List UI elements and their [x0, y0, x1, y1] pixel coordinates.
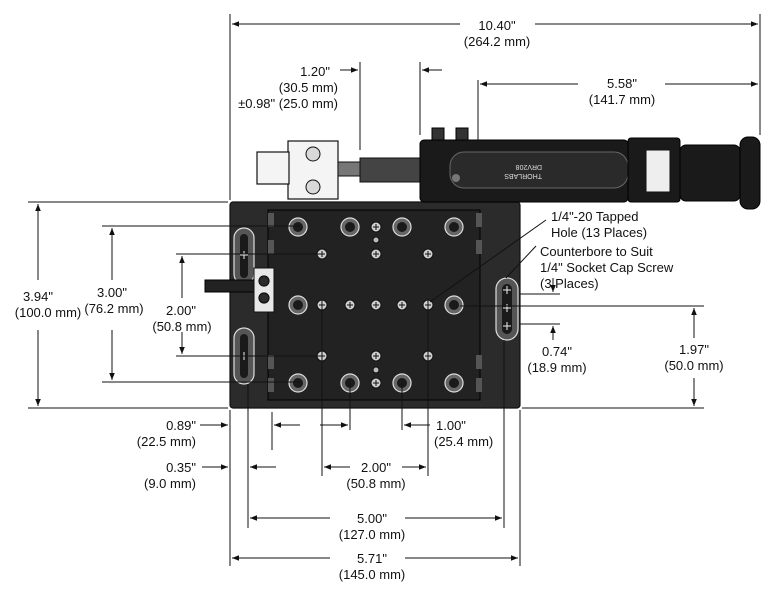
dim-left-offset-inch: 1.20": [300, 64, 330, 79]
callout-tapped-holes: 1/4"-20 Tapped Hole (13 Places): [551, 209, 647, 240]
dim-hole-span-200-v-inch: 2.00": [166, 303, 196, 318]
dim-edge-089-inch: 0.89": [166, 418, 196, 433]
dim-edge-089-mm: (22.5 mm): [137, 434, 196, 449]
dim-center-height-mm: (50.0 mm): [664, 358, 723, 373]
dim-hole-span-200-v-mm: (50.8 mm): [152, 319, 211, 334]
dim-actuator-length-inch: 5.58": [607, 76, 637, 91]
lock-clamp: [204, 267, 275, 313]
dim-edge-035-inch: 0.35": [166, 460, 196, 475]
actuator-assembly: [256, 127, 761, 210]
dim-hole-span-300-inch: 3.00": [97, 285, 127, 300]
dim-counterbore-span-inch: 0.74": [542, 344, 572, 359]
callout-counterbore-line-2: 1/4" Socket Cap Screw: [540, 260, 674, 275]
dim-width-571-mm: (145.0 mm): [339, 567, 405, 582]
actuator-label: THORLABS DRV208: [504, 163, 542, 179]
dimension-labels: 10.40" (264.2 mm) 1.20" (30.5 mm) ±0.98"…: [15, 18, 724, 582]
dim-actuator-length-mm: (141.7 mm): [589, 92, 655, 107]
dim-left-offset-mm: (30.5 mm): [279, 80, 338, 95]
actuator-brand: THORLABS: [504, 172, 542, 179]
callout-counterbore: Counterbore to Suit 1/4" Socket Cap Scre…: [540, 244, 674, 291]
dim-stage-height-inch: 3.94": [23, 289, 53, 304]
dim-travel: ±0.98" (25.0 mm): [238, 96, 338, 111]
dim-hole-span-300-mm: (76.2 mm): [84, 301, 143, 316]
dim-width-571-inch: 5.71": [357, 551, 387, 566]
dim-width-500-inch: 5.00": [357, 511, 387, 526]
callout-counterbore-line-3: (3 Places): [540, 276, 599, 291]
callout-tapped-line-2: Hole (13 Places): [551, 225, 647, 240]
dim-width-500-mm: (127.0 mm): [339, 527, 405, 542]
callout-tapped-line-1: 1/4"-20 Tapped: [551, 209, 639, 224]
dim-pitch-100-inch: 1.00": [436, 418, 466, 433]
dim-edge-035-mm: (9.0 mm): [144, 476, 196, 491]
dim-pitch-200-h-inch: 2.00": [361, 460, 391, 475]
dim-overall-width-inch: 10.40": [478, 18, 516, 33]
dim-center-height-inch: 1.97": [679, 342, 709, 357]
dim-stage-height-mm: (100.0 mm): [15, 305, 81, 320]
dimension-lines: [28, 14, 761, 566]
callout-counterbore-line-1: Counterbore to Suit: [540, 244, 653, 259]
dim-pitch-100-mm: (25.4 mm): [434, 434, 493, 449]
dim-pitch-200-h-mm: (50.8 mm): [346, 476, 405, 491]
dim-overall-width-mm: (264.2 mm): [464, 34, 530, 49]
dim-counterbore-span-mm: (18.9 mm): [527, 360, 586, 375]
actuator-model: DRV208: [516, 163, 542, 170]
alignment-mark: [372, 366, 380, 374]
alignment-mark: [372, 236, 380, 244]
